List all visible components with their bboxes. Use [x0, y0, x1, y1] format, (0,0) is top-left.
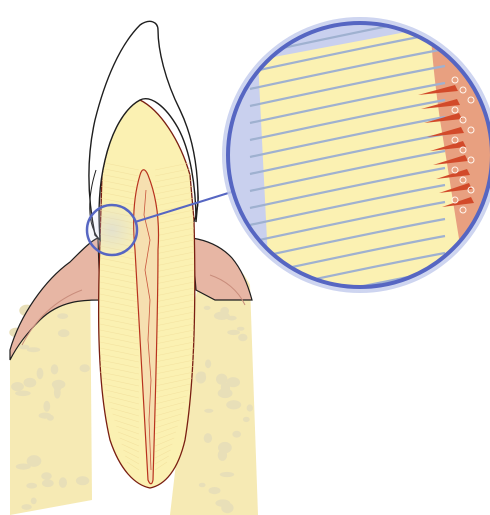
bone-pore	[24, 378, 37, 388]
bone-pore	[58, 329, 70, 337]
bone-pore	[227, 330, 240, 335]
bone-pore	[16, 464, 31, 470]
bone-pore	[205, 359, 211, 368]
bone-pore	[51, 364, 59, 374]
bone-pore	[218, 442, 232, 453]
bone-pore	[11, 382, 24, 391]
bone-pore	[204, 409, 213, 413]
bone-pore	[209, 487, 221, 494]
bone-pore	[41, 472, 52, 480]
bone-pore	[199, 483, 206, 488]
bone-pore	[31, 498, 37, 505]
bone-pore	[59, 477, 67, 488]
bone-pore	[54, 387, 61, 399]
bone-pore	[204, 306, 211, 310]
bone-pore	[196, 372, 207, 384]
bone-pore	[42, 479, 54, 487]
bone-pore	[204, 433, 212, 443]
bone-pore	[247, 404, 253, 411]
bone-pore	[37, 368, 44, 379]
bone-pore	[15, 391, 31, 397]
bone-pore	[26, 483, 37, 489]
bone-pore	[57, 313, 68, 319]
bone-pore	[220, 472, 234, 477]
bone-pore	[21, 504, 31, 510]
bone-pore	[39, 413, 52, 419]
magnified-dentinal-tubules	[220, 10, 490, 310]
bone-pore	[226, 377, 240, 387]
bone-pore	[214, 312, 230, 320]
bone-pore	[232, 431, 241, 438]
bone-pore	[80, 364, 90, 372]
bone-pore	[237, 327, 245, 331]
bone-pore	[218, 388, 233, 398]
bone-pore	[238, 334, 247, 341]
bone-pore	[43, 401, 50, 412]
bone-pore	[27, 347, 40, 352]
bone-pore	[76, 476, 89, 485]
bone-pore	[226, 400, 241, 409]
bone-pore	[221, 503, 233, 514]
bone-pore	[243, 417, 250, 422]
